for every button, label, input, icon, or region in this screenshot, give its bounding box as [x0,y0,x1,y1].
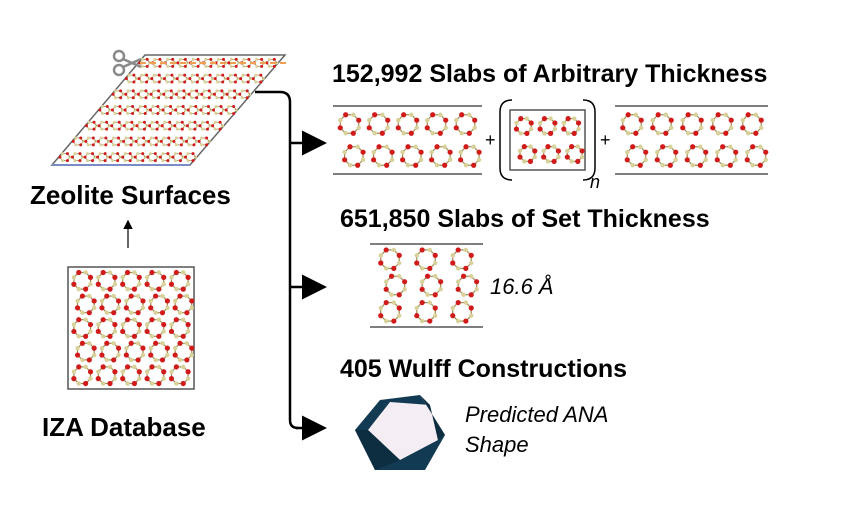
zeolite-surfaces-title: Zeolite Surfaces [30,180,231,210]
branch-arrows [255,90,327,441]
wulff-title: 405 Wulff Constructions [340,355,628,383]
wulff-polyhedron [355,395,445,470]
zeolite-surface-slab [50,54,287,166]
thickness-label: 16.6 Å [490,274,554,299]
plus-sign-1: + [485,130,496,150]
scissors-icon [112,49,142,77]
arbitrary-slab-right [615,105,769,175]
predicted-shape-line1: Predicted ANA [465,402,609,427]
set-thickness-slab [370,243,483,328]
iza-database-title: IZA Database [42,412,206,442]
iza-database-structure [67,266,195,390]
repeat-symbol: n [590,172,601,192]
arbitrary-slab-left [333,105,482,175]
repeat-unit-slab [499,99,596,181]
plus-sign-2: + [600,130,611,150]
predicted-shape-line2: Shape [465,432,529,457]
arbitrary-thickness-title: 152,992 Slabs of Arbitrary Thickness [332,60,768,88]
set-thickness-title: 651,850 Slabs of Set Thickness [340,205,710,233]
